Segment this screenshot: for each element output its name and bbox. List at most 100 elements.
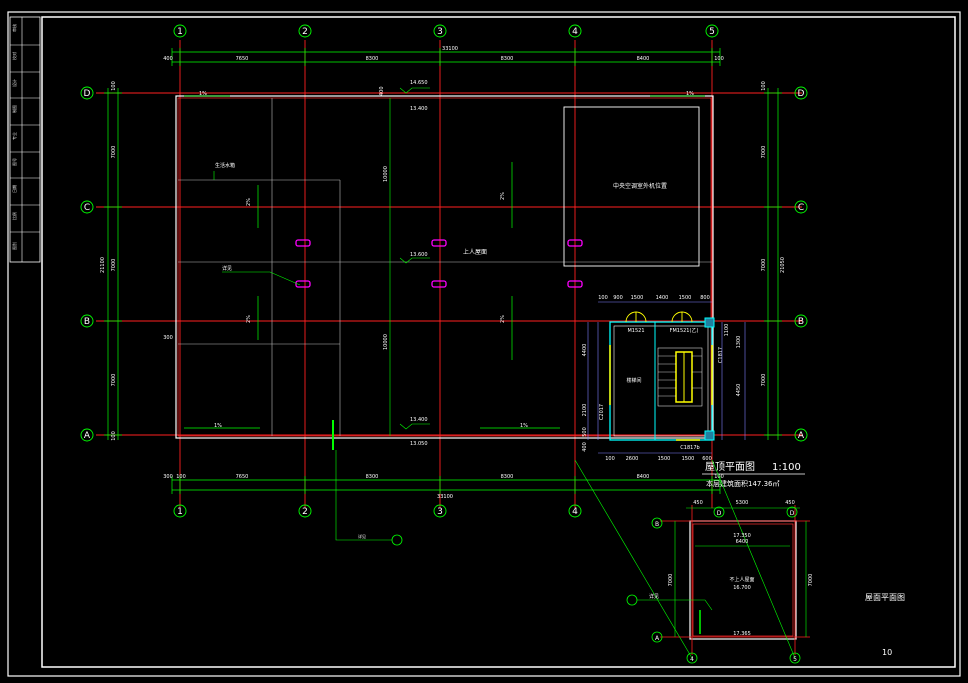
dim-bottom-offset-left2: 100 <box>176 474 186 480</box>
elevation-mark: 13.400 <box>410 417 428 423</box>
roof-drains <box>295 239 583 288</box>
detail-callout <box>391 534 403 546</box>
tb-cell: 审核 <box>11 24 17 32</box>
window-label: C2017 <box>599 404 605 420</box>
axis-label-row-b-right: B <box>798 317 804 327</box>
sub-dim: 450 <box>693 500 703 506</box>
equipment-area <box>563 106 700 267</box>
dim-left-offset: 100 <box>111 81 117 91</box>
tb-cell: 校对 <box>11 52 17 60</box>
tb-cell: 比例 <box>11 212 17 220</box>
stair-dim: 800 <box>700 295 710 301</box>
axis-label-col-1: 1 <box>177 27 183 37</box>
dim-top-span: 8300 <box>366 56 379 62</box>
stair-dim: 100 <box>605 456 615 462</box>
slope-arrows <box>184 95 705 429</box>
grid-axes <box>96 40 802 508</box>
sub-dim: 5300 <box>736 500 749 506</box>
page-number: 10 <box>882 648 892 657</box>
dim-right-offset: 100 <box>761 81 767 91</box>
axis-label-col-5: 5 <box>709 27 715 37</box>
dim-left-span: 7000 <box>111 146 117 159</box>
dim-left-offset: 100 <box>111 431 117 441</box>
dim-right-span: 7000 <box>761 146 767 159</box>
dimension-lines <box>104 48 782 494</box>
stair-dim: 1100 <box>724 324 730 337</box>
plan-title: 屋顶平面图 <box>705 461 755 473</box>
tb-cell: 图号 <box>11 158 17 166</box>
stair-dim: 2600 <box>626 456 639 462</box>
upper-roof-label: 上人屋面 <box>463 248 487 256</box>
axis-label-row-d: D <box>84 89 91 99</box>
equipment-area-label: 中央空调室外机位置 <box>613 182 667 190</box>
sub-elevation: 17.365 <box>733 631 751 637</box>
slope-label: 1% <box>199 91 207 97</box>
sub-axis-label: 5 <box>793 656 797 663</box>
axis-label-row-c: C <box>84 203 90 213</box>
dim-bottom-span: 8300 <box>366 474 379 480</box>
roof-outline <box>175 95 714 439</box>
dim-right-span: 7000 <box>761 259 767 272</box>
dim-top-span: 8400 <box>637 56 650 62</box>
axis-label-row-b: B <box>84 317 90 327</box>
axis-label-row-c-right: C <box>798 203 804 213</box>
dim-left-total: 21100 <box>100 257 106 273</box>
tb-cell: 专业 <box>11 132 17 140</box>
stair-dim: 2100 <box>582 404 588 417</box>
detail-reference-text: 详见 <box>222 265 232 272</box>
stair-dimension-lines <box>587 301 746 454</box>
dim-bottom-span: 8400 <box>637 474 650 480</box>
dim-top-offset-left: 400 <box>163 56 173 62</box>
tb-cell: 日期 <box>11 185 17 193</box>
stair-dim: 1500 <box>679 295 692 301</box>
sub-roof-label: 不上人屋面 <box>729 576 754 583</box>
window-label: C1817 <box>718 347 724 363</box>
dim-slope-length: 10000 <box>383 334 389 350</box>
axis-label-row-d-right: D <box>798 89 805 99</box>
dim-bottom-total: 33100 <box>437 494 453 500</box>
title-block: 审核 校对 设计 制图 专业 图号 日期 比例 图别 <box>9 16 41 263</box>
slope-label: 2% <box>246 315 252 323</box>
dim-top-span: 8300 <box>501 56 514 62</box>
sub-elevation: 16.700 <box>733 585 751 591</box>
dim-bottom-span: 7650 <box>236 474 249 480</box>
sub-dim: 7000 <box>668 574 674 587</box>
dim-bottom-offset-left: 300 <box>163 474 173 480</box>
tb-cell: 制图 <box>11 105 17 113</box>
sub-axis-label: A <box>655 635 660 642</box>
axis-bubbles-top <box>80 24 808 518</box>
tb-cell: 图别 <box>11 242 17 250</box>
stair-dim: 400 <box>582 442 588 452</box>
sub-plan-title: 屋面平面图 <box>865 593 905 602</box>
dim-bottom-span: 8300 <box>501 474 514 480</box>
slope-label: 1% <box>520 423 528 429</box>
stair-dim: 1500 <box>631 295 644 301</box>
sub-plan <box>574 459 810 664</box>
tb-cell: 设计 <box>11 79 17 87</box>
plan-scale: 1:100 <box>772 462 801 473</box>
window-label: C1817b <box>680 445 699 451</box>
stair-dim: 600 <box>702 456 712 462</box>
slope-label: 1% <box>686 91 694 97</box>
sub-axis-label: D <box>717 510 722 517</box>
axis-label-col-4-bottom: 4 <box>572 507 578 517</box>
stair-dim: 1500 <box>682 456 695 462</box>
inner-border <box>41 16 956 668</box>
axis-label-row-a-right: A <box>798 431 805 441</box>
sub-dim: 7000 <box>808 574 814 587</box>
sub-dim: 6400 <box>736 539 749 545</box>
stair-dim: 1400 <box>656 295 669 301</box>
dim-left-offset: 300 <box>163 335 173 341</box>
stair-dim: 4450 <box>736 384 742 397</box>
stair-dim: 900 <box>613 295 623 301</box>
slope-label: 2% <box>500 315 506 323</box>
stair-dim: 500 <box>582 427 588 437</box>
axis-label-col-3-bottom: 3 <box>437 507 443 517</box>
dim-slope-length: 10000 <box>383 166 389 182</box>
door-label: M1521 <box>627 328 644 334</box>
stair-core <box>609 311 715 441</box>
sub-axis-label: 4 <box>690 656 694 663</box>
slope-label: 1% <box>214 423 222 429</box>
elevation-mark: 13.600 <box>410 252 428 258</box>
elevation-mark: 13.050 <box>410 441 428 447</box>
